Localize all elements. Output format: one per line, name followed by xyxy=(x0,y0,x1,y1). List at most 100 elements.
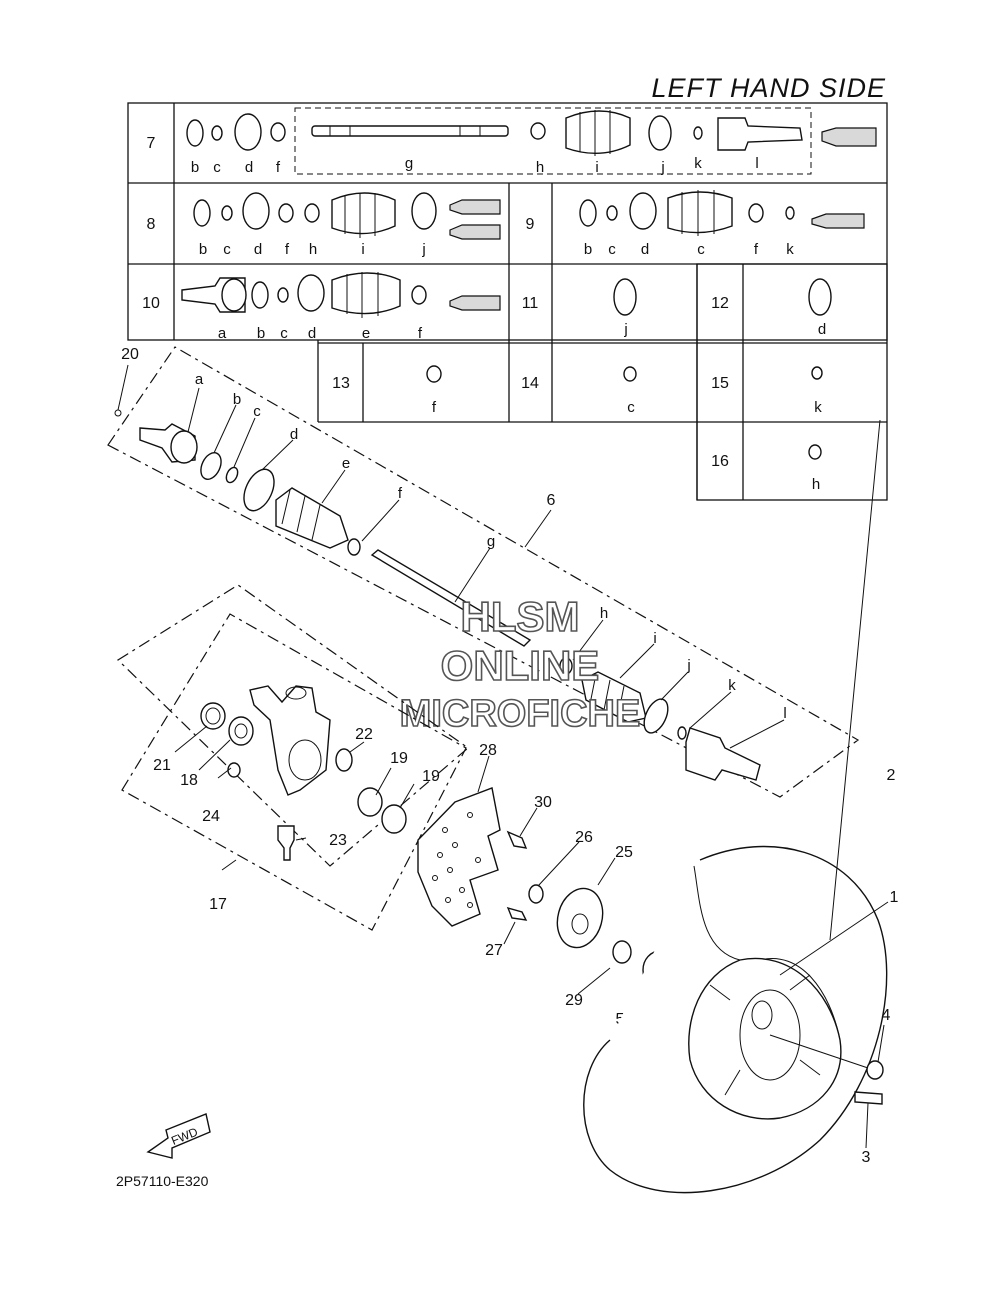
shaft-label-j: j xyxy=(686,657,690,674)
brake-callouts: 28 30 26 25 27 29 5 xyxy=(479,742,633,1028)
kit-15-no: 15 xyxy=(711,375,729,392)
callout-29: 28 xyxy=(479,742,497,759)
callout-30: 30 xyxy=(534,794,552,811)
kit-8-parts: b c d f h i j xyxy=(193,192,501,258)
kit-8-part-h: h xyxy=(309,241,317,258)
kit-7-part-j: j xyxy=(660,159,664,176)
callout-2: 2 xyxy=(887,767,896,784)
callout-6: 6 xyxy=(547,492,556,509)
callout-5: 5 xyxy=(616,1011,625,1028)
shaft-label-b: b xyxy=(233,391,241,408)
kit-14-part-c: c xyxy=(627,399,635,416)
kit-8-part-i: i xyxy=(361,241,364,258)
kit-7-parts: b c d f g h i j k l xyxy=(186,110,877,176)
callout-24: 24 xyxy=(202,808,220,825)
knuckle-callouts: 21 18 24 23 22 19 19 17 xyxy=(153,726,440,913)
kit-9-part-b: b xyxy=(584,241,592,258)
kit-7-part-k: k xyxy=(694,155,702,172)
kit-12-part-d: d xyxy=(818,321,826,338)
drive-shaft-dashed-boundary xyxy=(107,346,860,798)
shaft-label-k: k xyxy=(728,677,736,694)
kit-11-part-j: j xyxy=(623,321,627,338)
kit-10-parts: a b c d e f xyxy=(181,272,501,342)
shaft-label-l: l xyxy=(783,705,786,722)
callout-18: 17 xyxy=(209,896,227,913)
shaft-label-a: a xyxy=(195,371,204,388)
fwd-arrow: FWD xyxy=(146,1113,211,1159)
kit-8-no: 8 xyxy=(147,216,156,233)
shaft-label-c: c xyxy=(253,403,261,420)
kit-7-part-b: b xyxy=(191,159,199,176)
kit-10-part-a: a xyxy=(218,325,227,342)
shaft-label-e: e xyxy=(342,455,350,472)
kit-9-part-f: f xyxy=(754,241,759,258)
watermark-line3: MICROFICHE xyxy=(400,693,641,735)
kit-9-part-c2: c xyxy=(697,241,705,258)
diagram-title: LEFT HAND SIDE xyxy=(651,73,886,103)
kit-8-part-j: j xyxy=(421,241,425,258)
kit-7-part-l: l xyxy=(755,155,758,172)
kit-10-part-c: c xyxy=(280,325,288,342)
kit-9-part-d: d xyxy=(641,241,649,258)
knuckle-assembly xyxy=(117,584,469,931)
kit-14-no: 14 xyxy=(521,375,539,392)
kit-8-part-d: d xyxy=(254,241,262,258)
kit-8-part-f: f xyxy=(285,241,290,258)
shaft-label-g: g xyxy=(487,533,495,550)
callout-3: 3 xyxy=(862,1149,871,1166)
callout-22: 22 xyxy=(355,726,373,743)
kit-table xyxy=(127,102,888,501)
kit-9-no: 9 xyxy=(526,216,535,233)
shaft-label-i: i xyxy=(653,630,656,647)
disc-holes xyxy=(432,812,481,908)
kit-9-part-c: c xyxy=(608,241,616,258)
kit-7-part-h: h xyxy=(536,159,544,176)
kit-8-part-b: b xyxy=(199,241,207,258)
callout-28: 29 xyxy=(565,992,583,1009)
drive-shaft-letters: a b c d e f g h i j k l xyxy=(195,371,787,722)
kit-13-part-f: f xyxy=(432,399,437,416)
callout-21: 21 xyxy=(153,757,171,774)
kit-10-no: 10 xyxy=(142,295,160,312)
shaft-label-h: h xyxy=(600,605,608,622)
kit-10-part-b: b xyxy=(257,325,265,342)
watermark-line2: ONLINE xyxy=(441,642,600,689)
watermark: HLSM ONLINE MICROFICHE xyxy=(399,592,641,736)
kit-11-no: 11 xyxy=(522,295,539,312)
kit-7-part-i: i xyxy=(595,159,598,176)
kit-10-part-d: d xyxy=(308,325,316,342)
wheel-tire-assembly xyxy=(583,419,889,1194)
drive-shaft-assembly xyxy=(107,346,860,798)
callout-27: 26 xyxy=(575,829,593,846)
kit-9-parts: b c d c f k xyxy=(579,190,865,258)
callout-25: 25 xyxy=(615,844,633,861)
kit-7-part-d: d xyxy=(245,159,253,176)
callout-26: 27 xyxy=(485,942,503,959)
kit-7-part-f: f xyxy=(276,159,281,176)
callout-20: 19 xyxy=(422,768,440,785)
callout-19b: 19 xyxy=(390,750,408,767)
kit-single-parts: j d f c k h xyxy=(426,278,832,493)
callout-17: 20 xyxy=(121,346,139,363)
shaft-label-f: f xyxy=(398,485,403,502)
kit-7-part-c: c xyxy=(213,159,221,176)
kit-10-part-e: e xyxy=(362,325,370,342)
callout-4: 4 xyxy=(882,1007,891,1024)
kit-7-part-g: g xyxy=(405,155,413,172)
kit-8-part-c: c xyxy=(223,241,231,258)
callout-1: 1 xyxy=(890,889,899,906)
kit-12-no: 12 xyxy=(711,295,729,312)
callout-23: 23 xyxy=(329,832,347,849)
kit-16-part-h: h xyxy=(812,476,820,493)
callout-19: 18 xyxy=(180,772,198,789)
kit-9-part-k: k xyxy=(786,241,794,258)
kit-16-no: 16 xyxy=(711,453,729,470)
wheel-callouts: 2 1 4 3 xyxy=(862,767,899,1166)
kit-10-part-f: f xyxy=(418,325,423,342)
kit-row-numbers: 7 8 9 10 11 12 13 14 15 16 xyxy=(142,135,729,470)
watermark-line1: HLSM xyxy=(461,593,580,640)
kit-7-no: 7 xyxy=(147,135,156,152)
kit-13-no: 13 xyxy=(332,375,350,392)
kit-15-part-k: k xyxy=(814,399,822,416)
